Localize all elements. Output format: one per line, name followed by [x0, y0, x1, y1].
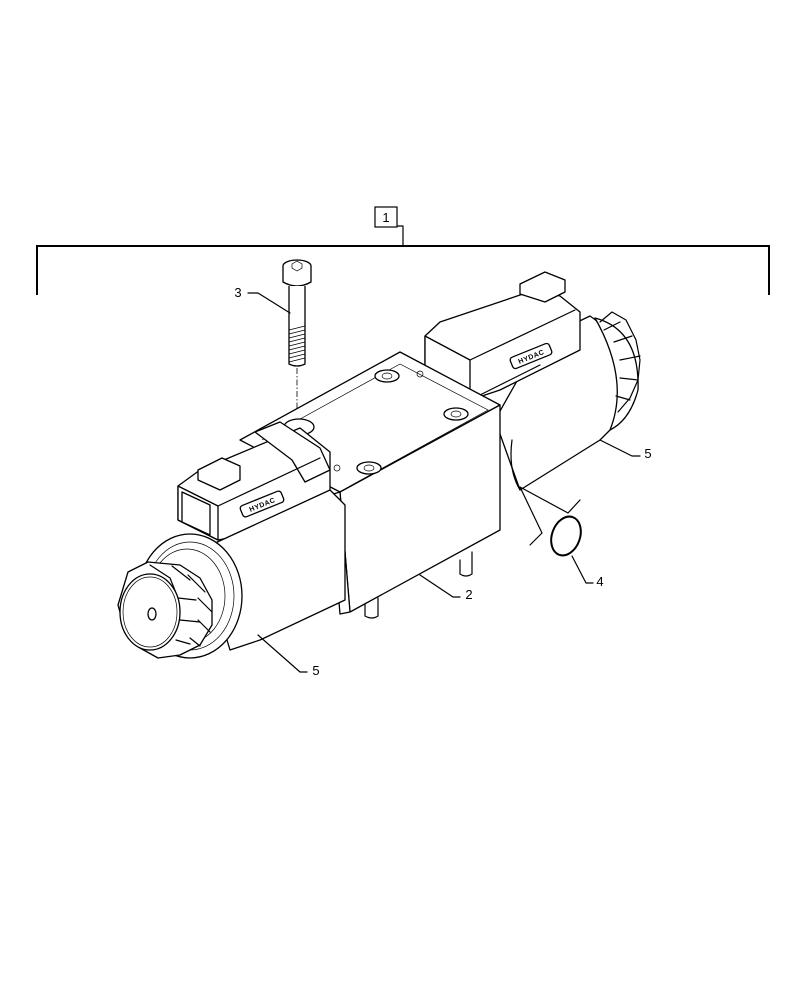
callout-3: 3	[234, 285, 291, 314]
o-ring-group: 4	[519, 486, 604, 589]
assembly-callout-box	[374, 206, 398, 228]
callout-5-left-label: 5	[312, 663, 319, 678]
o-ring	[550, 515, 582, 557]
callout-2: 2	[419, 574, 473, 602]
callout-5-right: 5	[599, 439, 652, 461]
left-hydac-badge	[239, 490, 285, 518]
mounting-bolts	[333, 369, 469, 475]
callout-3-label: 3	[234, 285, 241, 300]
assembly-bracket: 1	[36, 206, 770, 295]
callout-5-left: 5	[257, 634, 320, 678]
manual-override-knob	[117, 561, 213, 659]
callout-1-label: 1	[382, 210, 389, 225]
callout-5-right-label: 5	[644, 446, 651, 461]
knob-center-pin	[147, 607, 157, 621]
right-hydac-badge	[509, 342, 553, 370]
cap-screw	[282, 259, 312, 432]
callout-4-label: 4	[596, 574, 603, 589]
callout-2-label: 2	[465, 587, 472, 602]
right-solenoid-coil	[494, 311, 641, 491]
right-connector: HYDAC	[424, 271, 581, 401]
